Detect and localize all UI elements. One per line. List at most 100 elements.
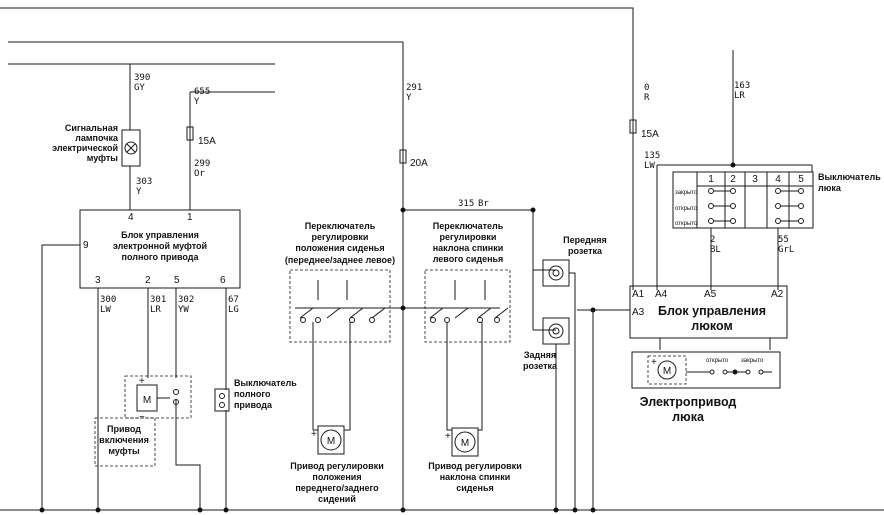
- recline-switch-label-3: наклона спинки: [433, 243, 504, 253]
- sunroof-motor-label-1: Электропривод: [640, 395, 737, 409]
- front-socket-label-1: Передняя: [563, 235, 607, 245]
- svg-text:6: 6: [220, 275, 226, 286]
- svg-text:YW: YW: [178, 305, 189, 315]
- svg-text:300: 300: [100, 295, 116, 305]
- svg-text:закрыто: закрыто: [741, 358, 764, 364]
- wire-390-num: 390: [134, 73, 150, 83]
- fuse-15a-left: [186, 126, 194, 141]
- svg-text:A2: A2: [771, 289, 784, 300]
- fuse-15a-right: [629, 119, 637, 134]
- recline-motor: M + Привод регулировки наклона спинки си…: [428, 427, 522, 493]
- svg-text:3: 3: [752, 174, 758, 185]
- sunroof-ecu-label-1: Блок управления: [658, 304, 766, 318]
- seat-slide-motor-label-4: сидений: [318, 494, 356, 504]
- svg-text:BL: BL: [710, 245, 721, 255]
- coupling-drive-label-3: муфты: [108, 446, 140, 456]
- svg-text:M: M: [327, 436, 335, 447]
- coupling-drive-label-1: Привод: [107, 424, 141, 434]
- coupling-drive-label-2: включения: [99, 435, 149, 445]
- svg-text:−: −: [139, 412, 145, 423]
- recline-motor-label-2: наклона спинки: [440, 472, 511, 482]
- coupling-ecu-label-1: Блок управления: [121, 230, 199, 240]
- warning-lamp-label-4: муфты: [87, 153, 119, 163]
- recline-switch-label-4: левого сиденья: [433, 254, 504, 264]
- fuse-20a: [399, 149, 407, 164]
- svg-text:3: 3: [95, 275, 101, 286]
- svg-text:M: M: [663, 366, 671, 377]
- seat-slide-motor-label-2: положения: [312, 472, 361, 482]
- svg-text:Br: Br: [478, 199, 489, 209]
- seat-bus: 315 Br: [295, 199, 556, 510]
- svg-text:+: +: [139, 376, 145, 387]
- sunroof-ecu-label-2: люком: [691, 319, 732, 333]
- wire-303-color: Y: [136, 187, 142, 197]
- seat-slide-switch: Переключатель регулировки положения сиде…: [285, 221, 395, 431]
- fuses: 15A 20A 15A: [186, 119, 659, 169]
- wire-163-color: LR: [734, 91, 745, 101]
- awd-switch-label-3: привода: [234, 400, 273, 410]
- seat-slide-motor: M + Привод регулировки положения передне…: [290, 425, 384, 504]
- wire-303-num: 303: [136, 177, 152, 187]
- coupling-ecu-label-2: электронной муфтой: [113, 241, 207, 251]
- svg-text:301: 301: [150, 295, 166, 305]
- power-lines: [0, 7, 812, 290]
- awd-switch: Выключатель полного привода: [214, 378, 297, 412]
- svg-text:A3: A3: [632, 307, 645, 318]
- svg-text:A5: A5: [704, 289, 717, 300]
- wire-291-color: Y: [406, 93, 412, 103]
- wire-0-num: 0: [644, 83, 649, 93]
- seat-slide-switch-label-1: Переключатель: [305, 221, 376, 231]
- wire-299-num: 299: [194, 159, 210, 169]
- svg-text:A1: A1: [632, 289, 645, 300]
- seat-slide-switch-label-3: положения сиденья: [295, 243, 384, 253]
- svg-text:открыто: открыто: [706, 358, 729, 364]
- front-socket-label-2: розетка: [568, 246, 603, 256]
- recline-switch: Переключатель регулировки наклона спинки…: [424, 221, 511, 431]
- sunroof-switch-label-2: люка: [818, 183, 842, 193]
- top-wire-codes: 390 GY 655 Y 291 Y 0 R 163 LR 299 Or 303…: [134, 73, 750, 197]
- svg-text:1: 1: [187, 212, 193, 223]
- seat-slide-switch-label-2: регулировки: [312, 232, 369, 242]
- warning-lamp-label-1: Сигнальная: [65, 123, 118, 133]
- recline-switch-label-2: регулировки: [440, 232, 497, 242]
- rear-socket-label-2: розетка: [523, 361, 558, 371]
- recline-motor-label-3: сиденья: [456, 483, 493, 493]
- svg-text:15A: 15A: [198, 136, 216, 147]
- wire-0-color: R: [644, 93, 650, 103]
- coupling-ecu: 4 1 9 3 2 5 6 Блок управления электронно…: [79, 209, 241, 289]
- svg-text:315: 315: [458, 199, 474, 209]
- rear-socket-label-1: Задняя: [524, 350, 556, 360]
- awd-switch-label-1: Выключатель: [234, 378, 297, 388]
- awd-switch-label-2: полного: [234, 389, 271, 399]
- recline-switch-label-1: Переключатель: [433, 221, 504, 231]
- svg-text:2: 2: [730, 174, 736, 185]
- sunroof-switch: 1 2 3 4 5 закрыто открыто открыто 2 BL 5…: [672, 162, 881, 290]
- svg-text:55: 55: [778, 235, 789, 245]
- coupling-ecu-label-3: полного привода: [122, 252, 200, 262]
- svg-text:5: 5: [798, 174, 804, 185]
- warning-lamp-label-2: лампочка: [75, 133, 119, 143]
- rear-socket: Задняя розетка: [523, 317, 570, 510]
- svg-text:2: 2: [710, 235, 715, 245]
- svg-text:LG: LG: [228, 305, 239, 315]
- coupling-ecu-wires: 300 LW 301 LR 302 YW 67 LG: [41, 244, 239, 510]
- sunroof-ecu: A1 A4 A5 A2 A3 Блок управления люком: [577, 285, 788, 510]
- svg-text:15A: 15A: [641, 129, 659, 140]
- svg-text:302: 302: [178, 295, 194, 305]
- warning-lamp-label-3: электрической: [52, 143, 118, 153]
- sunroof-switch-label-1: Выключатель: [818, 172, 881, 182]
- seat-slide-motor-label-1: Привод регулировки: [290, 461, 383, 471]
- seat-slide-switch-label-4: (переднее/заднее левое): [285, 255, 395, 265]
- seat-slide-motor-label-3: переднего/заднего: [295, 483, 379, 493]
- svg-text:GrL: GrL: [778, 245, 794, 255]
- svg-text:+: +: [445, 431, 451, 442]
- svg-text:5: 5: [174, 275, 180, 286]
- recline-motor-label-1: Привод регулировки: [428, 461, 521, 471]
- svg-text:67: 67: [228, 295, 239, 305]
- svg-text:4: 4: [128, 212, 134, 223]
- wire-135-num: 135: [644, 151, 660, 161]
- svg-text:M: M: [461, 438, 469, 449]
- ground-bus: [0, 507, 884, 513]
- svg-text:M: M: [143, 395, 151, 406]
